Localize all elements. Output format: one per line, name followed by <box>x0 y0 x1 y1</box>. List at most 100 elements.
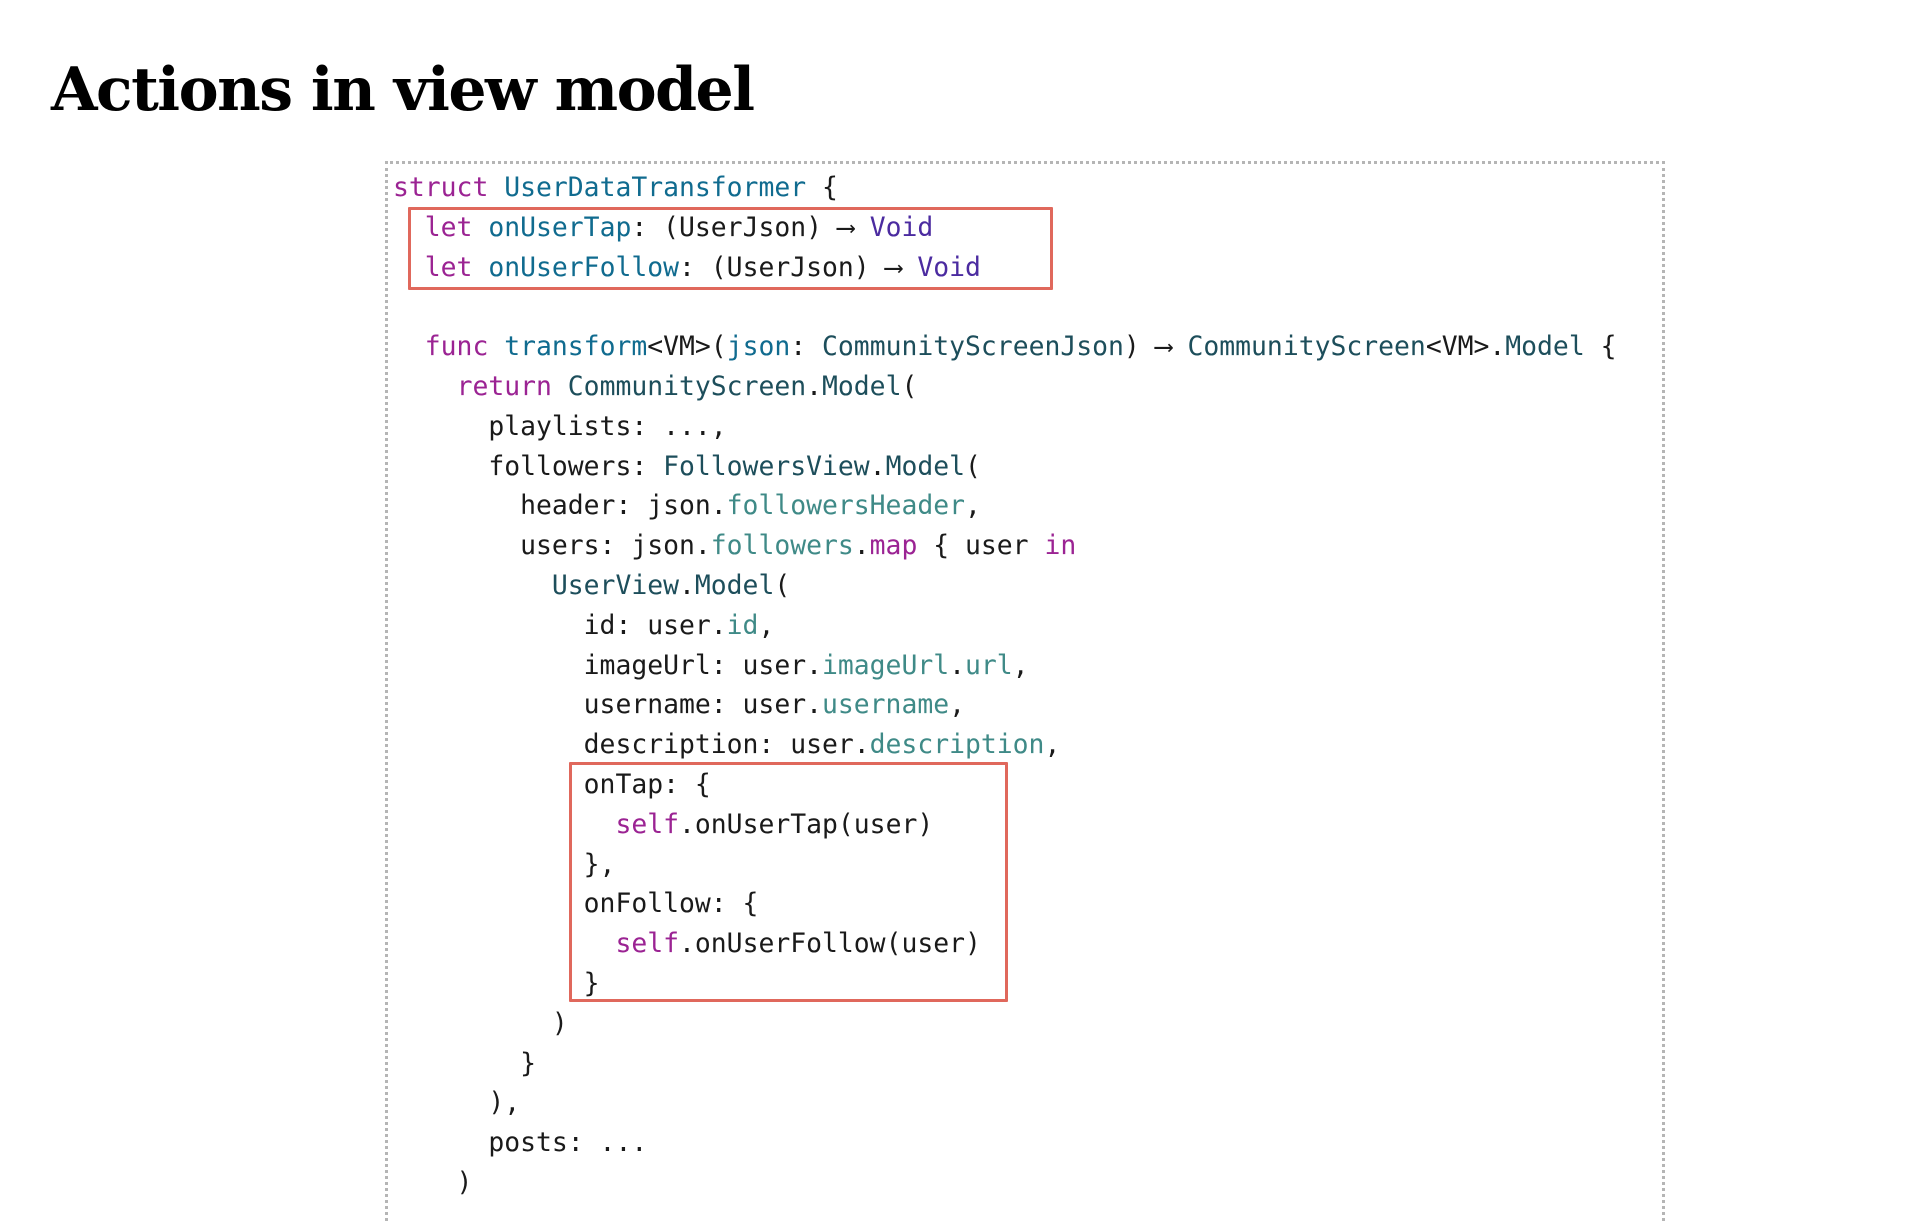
code-token-kw: struct <box>393 172 489 203</box>
code-token-prop: id <box>726 609 759 641</box>
code-token-plain: , <box>1012 649 1029 681</box>
code-token-plain: , <box>965 490 981 522</box>
code-token-def: onUserTap <box>488 211 632 243</box>
code-token-plain: : (UserJson) <box>631 211 838 243</box>
code-token-plain: id: user. <box>393 609 727 641</box>
code-token-def: transform <box>504 331 648 363</box>
code-token-plain: posts: ... <box>393 1127 648 1159</box>
code-token-plain: } <box>393 1047 536 1079</box>
code-token-plain: { user <box>917 530 1045 562</box>
code-token-plain: , <box>949 689 965 721</box>
code-line: let onUserTap: (UserJson) ⟶ Void <box>393 208 1617 248</box>
code-token-plain: , <box>758 609 775 641</box>
code-token-plain: . <box>949 649 965 681</box>
code-token-plain: onTap: { <box>393 768 711 800</box>
code-token-arrow: ⟶ <box>1155 331 1172 363</box>
code-line: ) <box>393 1163 1617 1203</box>
code-line: struct UserDataTransformer { <box>393 168 1617 208</box>
code-line: func transform<VM>(json: CommunityScreen… <box>393 327 1617 367</box>
code-token-plain: header: json. <box>393 490 727 522</box>
code-line: onFollow: { <box>393 884 1617 924</box>
code-token-plain <box>393 371 457 402</box>
code-token-type: Model <box>1505 331 1585 363</box>
code-token-plain: followers: <box>393 450 664 482</box>
code-line: return CommunityScreen.Model( <box>393 367 1617 407</box>
code-line: description: user.description, <box>393 725 1617 765</box>
code-token-kw: in <box>1044 530 1077 562</box>
code-token-kw: return <box>456 370 552 402</box>
code-line: imageUrl: user.imageUrl.url, <box>393 646 1617 686</box>
code-line: playlists: ..., <box>393 407 1617 447</box>
code-token-def: UserDataTransformer <box>504 172 807 203</box>
code-frame <box>385 161 1665 1221</box>
code-line: } <box>393 964 1617 1004</box>
code-token-prop: url <box>965 649 1013 681</box>
code-line: followers: FollowersView.Model( <box>393 447 1617 487</box>
code-token-plain: username: user. <box>393 689 822 721</box>
code-token-kw: self <box>615 808 680 840</box>
code-line: username: user.username, <box>393 685 1617 725</box>
code-token-plain: }, <box>393 848 616 880</box>
code-token-prop: description <box>869 729 1045 761</box>
code-line: }, <box>393 845 1617 885</box>
code-token-type: Model <box>885 450 966 482</box>
code-token-plain: { <box>806 172 838 203</box>
code-token-plain: ( <box>901 370 918 402</box>
code-token-plain: } <box>393 967 600 999</box>
code-line: let onUserFollow: (UserJson) ⟶ Void <box>393 248 1617 288</box>
code-token-def: json <box>726 331 791 363</box>
code-token-type: CommunityScreenJson <box>822 331 1124 363</box>
code-line: } <box>393 1044 1617 1084</box>
code-token-plain: . <box>853 530 870 562</box>
code-line: self.onUserFollow(user) <box>393 924 1617 964</box>
action-closures-highlight <box>569 762 1008 1002</box>
code-token-plain: ) <box>1123 331 1156 363</box>
code-token-plain: , <box>1044 729 1061 761</box>
code-token-plain: ( <box>965 450 981 482</box>
code-token-plain: . <box>869 450 886 482</box>
code-token-kw: let <box>424 251 473 283</box>
code-token-plain: <VM>. <box>1425 331 1506 363</box>
code-line <box>393 287 1617 327</box>
code-token-plain: imageUrl: user. <box>393 649 822 681</box>
code-token-plain <box>488 172 504 203</box>
slide-title: Actions in view model <box>51 55 755 125</box>
code-line: users: json.followers.map { user in <box>393 526 1617 566</box>
code-line: posts: ... <box>393 1123 1617 1163</box>
code-token-plain: onFollow: { <box>393 888 759 920</box>
code-line: id: user.id, <box>393 606 1617 646</box>
code-token-type: Model <box>694 569 775 601</box>
code-token-prop: username <box>822 689 950 721</box>
code-token-type: CommunityScreen <box>1187 331 1426 363</box>
code-line: ) <box>393 1004 1617 1044</box>
code-token-plain <box>1172 331 1188 362</box>
code-token-plain: : (UserJson) <box>679 251 886 283</box>
code-token-kw: self <box>615 928 680 960</box>
code-token-plain: ) <box>393 1007 568 1039</box>
code-token-type: FollowersView <box>663 450 870 482</box>
code-token-plain: . <box>679 569 695 601</box>
code-line: onTap: { <box>393 765 1617 805</box>
code-token-prop: followers <box>710 530 854 562</box>
code-token-plain: users: json. <box>393 530 711 562</box>
code-token-plain: : <box>790 331 823 363</box>
code-token-plain: ), <box>393 1087 521 1119</box>
code-token-type: UserView <box>551 569 679 601</box>
code-token-type: Model <box>822 370 902 402</box>
code-line: ), <box>393 1083 1617 1123</box>
code-token-void: Void <box>869 211 934 243</box>
code-token-plain: { <box>1584 331 1617 363</box>
code-token-plain <box>552 371 568 402</box>
code-token-kw: map <box>869 530 918 562</box>
code-token-plain <box>488 331 504 362</box>
code-token-plain: .onUserFollow(user) <box>679 928 981 960</box>
code-block: struct UserDataTransformer { let onUserT… <box>393 168 1617 1203</box>
code-token-prop: followersHeader <box>726 490 965 522</box>
code-token-kw: let <box>424 211 473 243</box>
code-token-arrow: ⟶ <box>885 251 902 283</box>
code-token-plain <box>393 331 425 362</box>
code-token-plain: .onUserTap(user) <box>679 808 934 840</box>
action-properties-highlight <box>408 207 1053 290</box>
code-line: UserView.Model( <box>393 566 1617 606</box>
code-token-plain: <VM>( <box>647 331 727 363</box>
